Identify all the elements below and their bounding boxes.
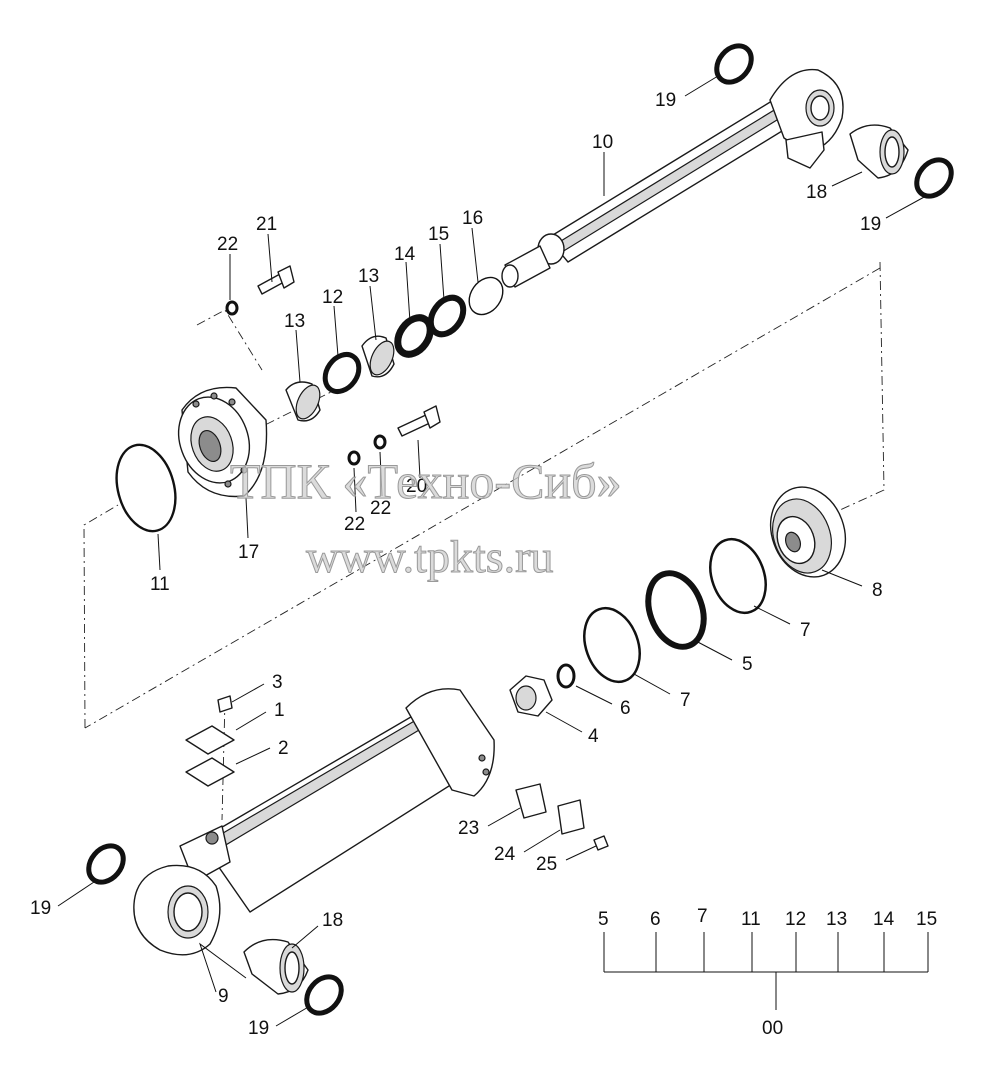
o-ring-part-11 — [115, 443, 177, 533]
callout-22: 22 — [217, 234, 238, 255]
callout-8: 8 — [872, 580, 883, 601]
bolt-part-20 — [397, 405, 441, 437]
callout-23: 23 — [458, 818, 479, 839]
o-ring-part-19-top — [714, 43, 954, 199]
callout-24: 24 — [494, 844, 516, 865]
watermark-url: www.tpkts.ru — [306, 531, 553, 582]
callout-18: 18 — [806, 182, 827, 203]
callout-labels: 19 10 18 19 22 21 16 15 14 13 12 13 20 2… — [30, 90, 883, 1039]
callout-4: 4 — [588, 726, 599, 747]
callout-6: 6 — [620, 698, 631, 719]
kit-item-6: 6 — [650, 909, 661, 930]
seal-stack — [285, 276, 504, 422]
callout-22: 22 — [370, 498, 391, 519]
piston-rod-part-10 — [501, 68, 844, 288]
callout-5: 5 — [742, 654, 753, 675]
callout-18: 18 — [322, 910, 343, 931]
watermark: ТПК «Техно-Сиб» www.tpkts.ru — [230, 453, 623, 583]
kit-total-00: 00 — [762, 1018, 783, 1039]
screw-part-3 — [217, 695, 233, 713]
kit-item-13: 13 — [826, 909, 847, 930]
cylinder-barrel-part-9 — [133, 688, 495, 956]
callout-13: 13 — [358, 266, 379, 287]
bushing-part-18-bottom — [243, 938, 309, 995]
callout-16: 16 — [462, 208, 483, 229]
kit-item-12: 12 — [785, 909, 806, 930]
kit-labels: 5 6 7 11 12 13 14 15 00 — [598, 906, 937, 1039]
callout-14: 14 — [394, 244, 416, 265]
callout-22: 22 — [344, 514, 365, 535]
o-ring-part-6 — [556, 663, 576, 689]
callout-1: 1 — [274, 700, 285, 721]
nut-part-4 — [509, 675, 553, 717]
callout-19: 19 — [248, 1018, 269, 1039]
callout-17: 17 — [238, 542, 259, 563]
watermark-company: ТПК «Техно-Сиб» — [230, 453, 622, 509]
kit-item-15: 15 — [916, 909, 937, 930]
callout-20: 20 — [406, 476, 427, 497]
bushing-part-18-top — [849, 124, 909, 179]
piston-part-8 — [769, 486, 847, 578]
callout-9: 9 — [218, 986, 229, 1007]
callout-19: 19 — [860, 214, 881, 235]
screw-part-25 — [593, 835, 609, 851]
callout-21: 21 — [256, 214, 277, 235]
kit-item-11: 11 — [741, 909, 761, 930]
callout-2: 2 — [278, 738, 289, 759]
callout-13: 13 — [284, 311, 305, 332]
callout-19: 19 — [655, 90, 676, 111]
leader-lines — [57, 75, 927, 1027]
kit-item-7: 7 — [697, 906, 708, 927]
callout-3: 3 — [272, 672, 283, 693]
callout-12: 12 — [322, 287, 343, 308]
kit-item-14: 14 — [873, 909, 895, 930]
rings-part-5-7 — [583, 537, 767, 684]
repair-kit-bracket — [603, 932, 929, 1010]
washer-part-22 — [225, 300, 387, 466]
o-ring-part-19-bottom — [86, 843, 344, 1016]
callout-7: 7 — [680, 690, 691, 711]
plates-part-23-24 — [515, 783, 585, 835]
kit-item-5: 5 — [598, 909, 609, 930]
cylinder-head-part-17 — [177, 386, 268, 498]
callout-15: 15 — [428, 224, 449, 245]
callout-19: 19 — [30, 898, 51, 919]
plates-part-1-2 — [185, 725, 235, 787]
callout-7: 7 — [800, 620, 811, 641]
callout-25: 25 — [536, 854, 557, 875]
callout-11: 11 — [150, 574, 170, 595]
callout-10: 10 — [592, 132, 613, 153]
bolt-part-21 — [257, 265, 295, 295]
